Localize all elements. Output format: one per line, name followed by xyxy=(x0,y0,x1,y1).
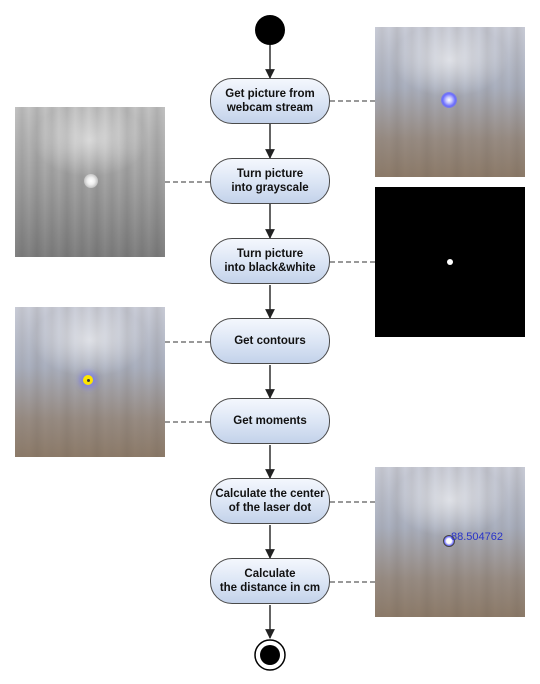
node-grayscale: Turn picture into grayscale xyxy=(210,158,330,204)
node-label: Calculate the center of the laser dot xyxy=(215,488,325,514)
laser-dot-icon xyxy=(441,92,457,108)
laser-dot-icon xyxy=(84,174,98,188)
laser-dot-icon xyxy=(443,535,455,547)
end-node-core xyxy=(260,645,280,665)
grayscale-image xyxy=(15,107,165,257)
node-calc-center: Calculate the center of the laser dot xyxy=(210,478,330,524)
node-label: Calculate the distance in cm xyxy=(219,568,321,594)
node-label: Turn picture into grayscale xyxy=(231,168,309,194)
contours-image xyxy=(15,307,165,457)
black-white-image xyxy=(375,187,525,337)
node-label: Turn picture into black&white xyxy=(224,248,316,274)
node-label: Get contours xyxy=(234,335,306,347)
node-calc-distance: Calculate the distance in cm xyxy=(210,558,330,604)
node-get-moments: Get moments xyxy=(210,398,330,444)
node-black-white: Turn picture into black&white xyxy=(210,238,330,284)
node-label: Get picture from webcam stream xyxy=(225,88,315,114)
distance-image: 88.504762 xyxy=(375,467,525,617)
start-node xyxy=(255,15,285,45)
node-label: Get moments xyxy=(233,415,307,427)
laser-dot-icon xyxy=(447,259,453,265)
node-get-contours: Get contours xyxy=(210,318,330,364)
webcam-image xyxy=(375,27,525,177)
contour-center-icon xyxy=(87,379,90,382)
distance-readout: 88.504762 xyxy=(451,531,503,543)
node-get-picture: Get picture from webcam stream xyxy=(210,78,330,124)
